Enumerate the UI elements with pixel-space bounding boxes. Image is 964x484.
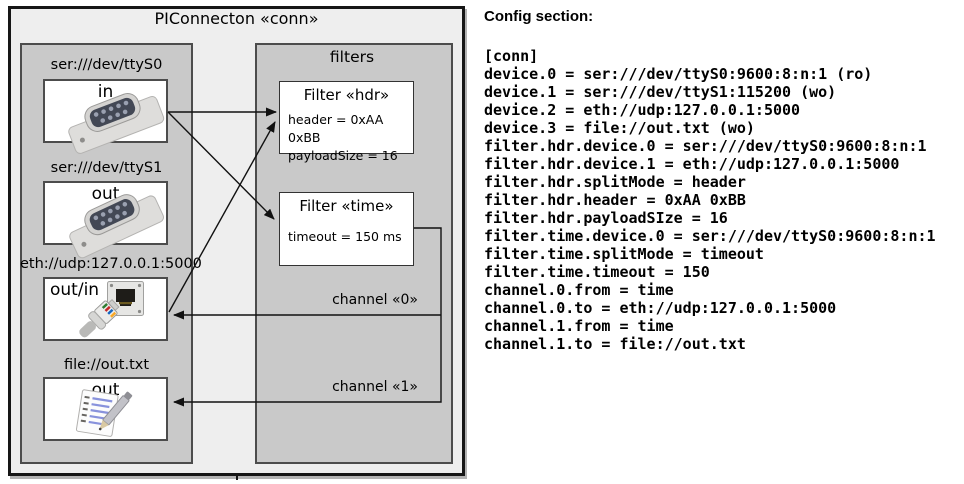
device-eth-label: eth://udp:127.0.0.1:5000 bbox=[20, 256, 202, 272]
filter-time-prop-timeout: timeout = 150 ms bbox=[288, 229, 402, 244]
config-line: filter.time.device.0 = ser:///dev/ttyS0:… bbox=[484, 227, 936, 245]
config-line: device.2 = eth://udp:127.0.0.1:5000 bbox=[484, 101, 801, 119]
device-ttys1-caption: out bbox=[91, 184, 120, 204]
config-line: filter.hdr.device.1 = eth://udp:127.0.0.… bbox=[484, 155, 900, 173]
channel-0-label: channel «0» bbox=[332, 292, 418, 308]
filters-group-title: filters bbox=[329, 48, 375, 66]
filter-hdr-prop-header: header = 0xAA 0xBB bbox=[288, 112, 384, 145]
config-line: filter.time.timeout = 150 bbox=[484, 263, 710, 281]
frame-bottom-tick bbox=[236, 474, 238, 480]
device-file-label: file://out.txt bbox=[63, 357, 150, 373]
device-ttys1-label: ser:///dev/ttyS1 bbox=[50, 160, 163, 176]
config-line: filter.hdr.device.0 = ser:///dev/ttyS0:9… bbox=[484, 137, 927, 155]
device-ttys0-label: ser:///dev/ttyS0 bbox=[50, 57, 163, 73]
config-line: channel.1.to = file://out.txt bbox=[484, 335, 746, 353]
config-line: filter.hdr.payloadSIze = 16 bbox=[484, 209, 728, 227]
config-line: [conn] bbox=[484, 47, 539, 65]
notepad-and-pen-icon bbox=[75, 389, 133, 437]
config-section-heading: Config section: bbox=[484, 8, 594, 25]
config-line: device.3 = file://out.txt (wo) bbox=[484, 119, 755, 137]
config-line: channel.0.to = eth://udp:127.0.0.1:5000 bbox=[484, 299, 837, 317]
channel-1-label: channel «1» bbox=[332, 379, 418, 395]
config-line: channel.0.from = time bbox=[484, 281, 674, 299]
filter-hdr-prop-payloadsize: payloadSize = 16 bbox=[288, 148, 398, 163]
filter-hdr-title: Filter «hdr» bbox=[303, 86, 390, 104]
diagram-title: PIConnecton «conn» bbox=[154, 9, 319, 28]
serial-connector-icon bbox=[69, 194, 164, 259]
config-line: filter.hdr.header = 0xAA 0xBB bbox=[484, 191, 746, 209]
ethernet-plug-icon bbox=[79, 298, 120, 338]
config-line: channel.1.from = time bbox=[484, 317, 674, 335]
device-eth-box: out/in bbox=[43, 277, 168, 341]
serial-connector-icon bbox=[68, 93, 165, 154]
config-text-block: [conn] device.0 = ser:///dev/ttyS0:9600:… bbox=[484, 47, 936, 353]
device-eth-caption: out/in bbox=[50, 280, 100, 300]
device-ttys1-box: out bbox=[43, 181, 168, 259]
config-line: device.0 = ser:///dev/ttyS0:9600:8:n:1 (… bbox=[484, 65, 873, 83]
device-ttys0-box: in bbox=[43, 79, 168, 154]
filter-time-box: Filter «time» timeout = 150 ms bbox=[279, 192, 414, 266]
device-file-box: out bbox=[43, 377, 168, 441]
pen-icon bbox=[98, 391, 133, 431]
filter-hdr-box: Filter «hdr» header = 0xAA 0xBB payloadS… bbox=[279, 81, 414, 163]
config-line: device.1 = ser:///dev/ttyS1:115200 (wo) bbox=[484, 83, 837, 101]
filter-time-title: Filter «time» bbox=[299, 197, 394, 215]
ethernet-socket-icon bbox=[79, 281, 144, 338]
config-line: filter.time.splitMode = timeout bbox=[484, 245, 764, 263]
device-ttys0-caption: in bbox=[97, 82, 114, 102]
config-line: filter.hdr.splitMode = header bbox=[484, 173, 746, 191]
